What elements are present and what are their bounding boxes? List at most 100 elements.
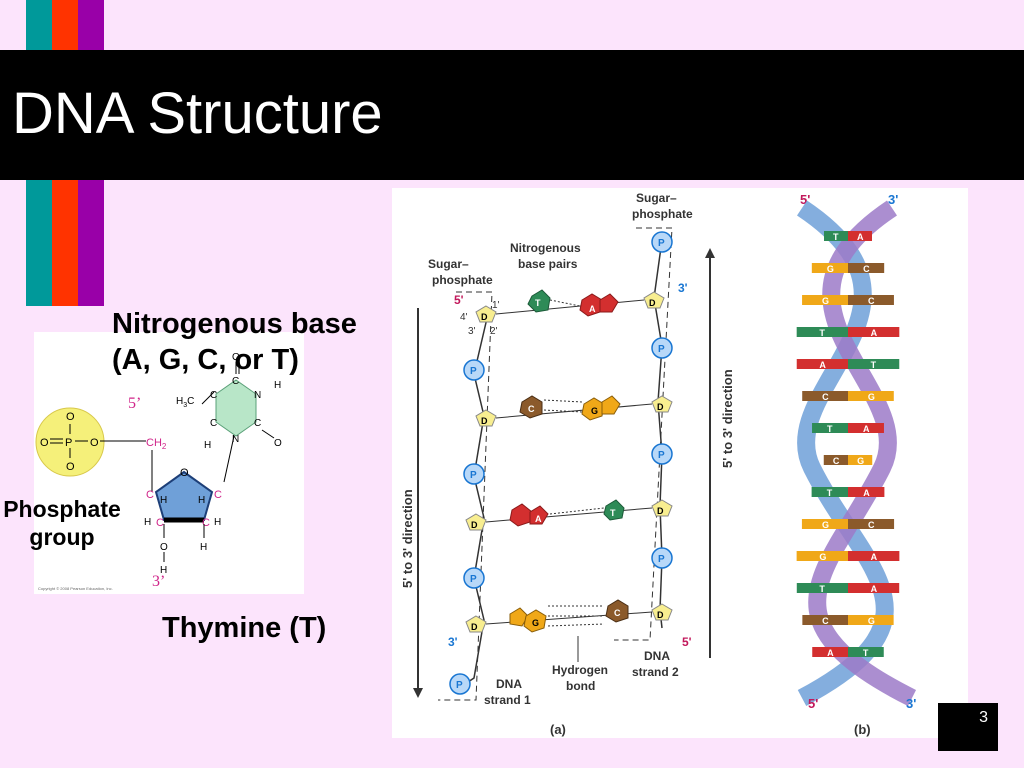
sugar-h4: H xyxy=(214,517,221,528)
ring-h: H xyxy=(274,380,281,391)
svg-text:P: P xyxy=(658,238,665,249)
page-number-box: 3 xyxy=(938,703,998,751)
dna-strand1-1: DNA xyxy=(496,677,522,691)
phosphate-group-label-2: group xyxy=(29,524,95,550)
carbon-2: 2' xyxy=(490,326,498,337)
rung-base-label: T xyxy=(827,424,833,434)
rung-base-label: C xyxy=(822,616,829,626)
title-bar xyxy=(0,50,1024,180)
sugar-h1: H xyxy=(160,495,167,506)
rung-left xyxy=(812,423,848,433)
rung-left xyxy=(802,615,848,625)
rung-left xyxy=(796,583,848,593)
ring-c1: C xyxy=(232,376,239,387)
rung-left xyxy=(802,391,848,401)
rung-base-label: A xyxy=(871,584,878,594)
carbon-3: 3' xyxy=(468,326,476,337)
svg-text:D: D xyxy=(481,312,488,322)
carbon-1: 1' xyxy=(492,300,500,311)
ring-c3: C xyxy=(210,418,217,429)
rung-base-label: G xyxy=(868,616,875,626)
nucleotide-diagram: O O P O O 5’ CH2 O C C C C H H H H O H H… xyxy=(34,332,304,594)
svg-text:P: P xyxy=(456,680,463,691)
rung-base-label: T xyxy=(819,584,825,594)
phosphate-o-bottom: O xyxy=(66,461,75,473)
nitrogenous-pairs-1: Nitrogenous xyxy=(510,241,581,255)
rung-base-label: G xyxy=(857,456,864,466)
rung-base-label: A xyxy=(827,648,834,658)
rung-right xyxy=(848,455,873,465)
hydrogen-2: bond xyxy=(566,679,595,693)
svg-text:D: D xyxy=(481,416,488,426)
rung-base-label: A xyxy=(871,328,878,338)
svg-text:D: D xyxy=(657,610,664,620)
sugar-c2: C xyxy=(202,517,210,529)
nitrogenous-pairs-2: base pairs xyxy=(518,257,578,271)
rung-base-label: C xyxy=(868,520,875,530)
svg-text:D: D xyxy=(471,520,478,530)
stripe-teal-top xyxy=(26,0,52,50)
rung-base-label: G xyxy=(822,296,829,306)
five-prime-a-top: 5' xyxy=(454,293,464,307)
sugar-phosphate-left-1: Sugar– xyxy=(428,257,469,271)
phosphate-o-left: O xyxy=(40,437,49,449)
sugar-c4: C xyxy=(146,489,154,501)
rung-left xyxy=(811,487,848,497)
svg-text:P: P xyxy=(658,450,665,461)
rung-right xyxy=(848,327,900,337)
svg-text:P: P xyxy=(470,470,477,481)
rung-base-label: T xyxy=(833,232,839,242)
ring-n2: N xyxy=(232,434,239,445)
rung-base-label: T xyxy=(871,360,877,370)
rung-right xyxy=(848,583,900,593)
rung-base-label: T xyxy=(819,328,825,338)
five-prime-b-top: 5' xyxy=(800,192,810,207)
rung-base-label: A xyxy=(863,488,870,498)
rung-right xyxy=(848,263,885,273)
three-prime-b-top: 3' xyxy=(888,192,898,207)
ring-h2: H xyxy=(204,440,211,451)
rung-right xyxy=(848,615,894,625)
dna-figure: Sugar– phosphate Nitrogenous base pairs … xyxy=(392,188,968,738)
svg-text:C: C xyxy=(614,608,621,618)
rung-base-label: G xyxy=(827,264,834,274)
ring-o1: O xyxy=(232,352,240,363)
three-prime-a-top: 3' xyxy=(678,281,688,295)
three-prime-b-bottom: 3' xyxy=(906,696,916,711)
rung-right xyxy=(848,487,885,497)
rung-right xyxy=(848,295,894,305)
copyright-text: Copyright © 2008 Pearson Education, Inc. xyxy=(38,586,113,591)
svg-text:G: G xyxy=(591,406,598,416)
svg-text:P: P xyxy=(658,554,665,565)
rung-right xyxy=(848,423,884,433)
ring-o2: O xyxy=(274,438,282,449)
svg-text:A: A xyxy=(535,514,542,524)
svg-text:D: D xyxy=(657,402,664,412)
stripe-red-top xyxy=(52,0,78,50)
rung-left xyxy=(801,519,848,529)
h3c-label: H3C xyxy=(176,396,194,409)
rung-left xyxy=(823,455,848,465)
oh-o: O xyxy=(160,542,168,553)
ring-n1: N xyxy=(254,390,261,401)
svg-text:P: P xyxy=(470,366,477,377)
thymine-label: Thymine (T) xyxy=(162,612,327,644)
caption-b: (b) xyxy=(854,722,871,737)
stripe-red-bottom xyxy=(52,180,78,306)
rung-base-label: G xyxy=(819,552,826,562)
stripe-purple-top xyxy=(78,0,104,50)
rung-right xyxy=(848,359,900,369)
phosphate-group-label-1: Phosphate xyxy=(3,496,121,522)
stripe-teal-bottom xyxy=(26,180,52,306)
rung-left xyxy=(796,327,848,337)
svg-text:G: G xyxy=(532,618,539,628)
sugar-c1: C xyxy=(214,489,222,501)
slide-title: DNA Structure xyxy=(12,81,383,146)
sugar-phosphate-right-2: phosphate xyxy=(632,207,693,221)
rung-right xyxy=(848,647,884,657)
phosphate-o-right: O xyxy=(90,437,99,449)
sugar-c3: C xyxy=(156,517,164,529)
svg-text:D: D xyxy=(471,622,478,632)
rung-base-label: A xyxy=(857,232,864,242)
five-prime-b-bottom: 5' xyxy=(808,696,818,711)
